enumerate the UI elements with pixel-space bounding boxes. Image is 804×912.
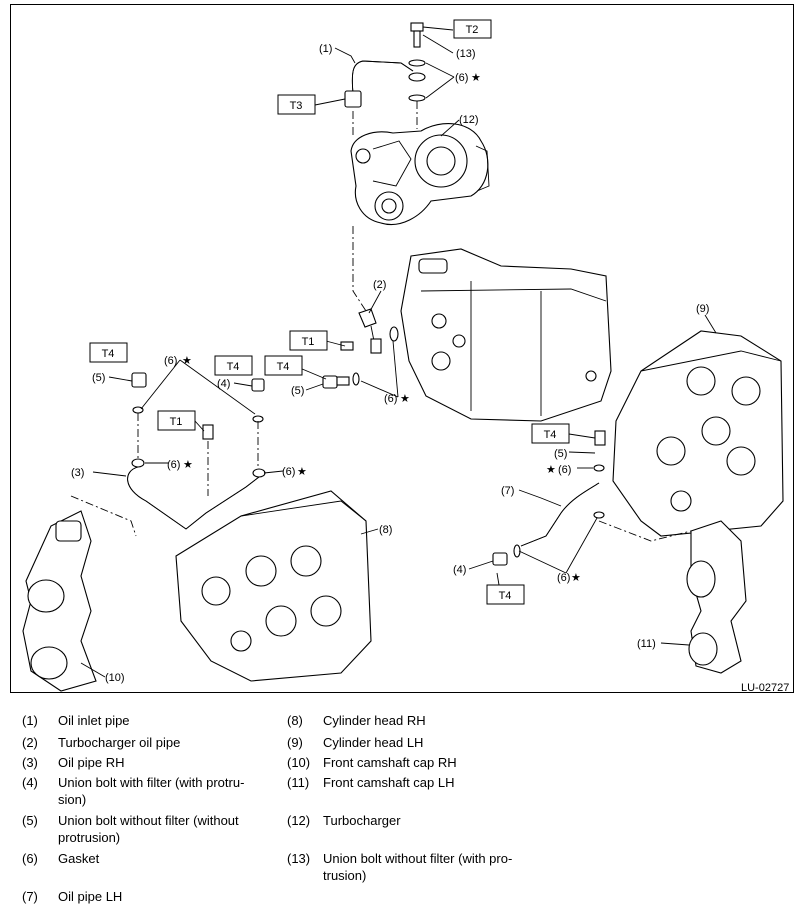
- torque-label-t1-left: T1: [157, 410, 196, 431]
- turbocharger: [350, 123, 490, 225]
- svg-text:T4: T4: [277, 361, 290, 373]
- callout-6-center: (6): [384, 393, 397, 405]
- svg-text:T4: T4: [227, 361, 240, 373]
- callout-10: (10): [105, 672, 125, 684]
- svg-text:T1: T1: [302, 336, 315, 348]
- svg-text:T3: T3: [290, 100, 303, 112]
- svg-text:T2: T2: [466, 24, 479, 36]
- star-6-right-bottom: ★: [571, 572, 581, 584]
- callout-2: (2): [373, 279, 386, 291]
- svg-text:T4: T4: [499, 590, 512, 602]
- callout-6-left-mid: (6): [167, 459, 180, 471]
- diagram-frame: T2 T3 T1 T4 T4 T4 T1 T4 T4 (1) (13) (6) …: [10, 4, 794, 694]
- oil-pipe-lh: [492, 430, 606, 566]
- callout-4-right: (4): [453, 564, 466, 576]
- callout-8: (8): [379, 524, 392, 536]
- callout-6-left-top: (6): [164, 355, 177, 367]
- union-bolt-5-center: [322, 372, 360, 389]
- callout-5-right: (5): [554, 448, 567, 460]
- callout-6-right-bottom: (6): [557, 572, 570, 584]
- front-camshaft-cap-rh: [22, 510, 97, 692]
- callout-6-left-right: (6): [282, 466, 295, 478]
- turbocharger-oil-pipe: [340, 308, 399, 354]
- callout-5-center: (5): [291, 385, 304, 397]
- star-6-left-right: ★: [297, 466, 307, 478]
- star-6-top: ★: [471, 72, 481, 84]
- exploded-diagram: T2 T3 T1 T4 T4 T4 T1 T4 T4 (1) (13) (6) …: [22, 19, 789, 694]
- star-6-left-top: ★: [182, 355, 192, 367]
- union-bolt-13: [408, 22, 426, 102]
- torque-label-t4-left-5: T4: [89, 342, 128, 363]
- front-camshaft-cap-lh: [686, 520, 747, 674]
- callout-6-top: (6): [455, 72, 468, 84]
- engine-block: [400, 248, 612, 422]
- torque-label-t2-top: T2: [453, 19, 492, 39]
- callout-7: (7): [501, 485, 514, 497]
- torque-label-t3: T3: [277, 94, 316, 115]
- callout-4-left: (4): [217, 378, 230, 390]
- svg-text:T4: T4: [544, 429, 557, 441]
- svg-text:T1: T1: [170, 416, 183, 428]
- callout-13: (13): [456, 48, 476, 60]
- callout-6-right-top: (6): [558, 464, 571, 476]
- cylinder-head-lh: [612, 330, 784, 537]
- callout-9: (9): [696, 303, 709, 315]
- torque-label-t4-right-4: T4: [486, 584, 525, 605]
- torque-label-t4-center: T4: [264, 355, 303, 376]
- cylinder-head-rh: [175, 490, 372, 682]
- star-6-center: ★: [400, 393, 410, 405]
- diagram-code: LU-02727: [741, 682, 789, 694]
- leader-lines: [80, 26, 717, 678]
- star-6-left-mid: ★: [183, 459, 193, 471]
- oil-inlet-pipe: [344, 60, 414, 108]
- callout-3: (3): [71, 467, 84, 479]
- torque-label-t4-right-5: T4: [531, 423, 570, 444]
- oil-pipe-rh: [127, 372, 266, 530]
- star-6-right-top: ★: [546, 464, 556, 476]
- callout-12: (12): [459, 114, 479, 126]
- torque-label-t4-left-4: T4: [214, 355, 253, 376]
- svg-text:T4: T4: [102, 348, 115, 360]
- callout-1: (1): [319, 43, 332, 55]
- torque-label-t1-center: T1: [289, 330, 328, 351]
- callout-11: (11): [637, 638, 656, 650]
- callout-5-left: (5): [92, 372, 105, 384]
